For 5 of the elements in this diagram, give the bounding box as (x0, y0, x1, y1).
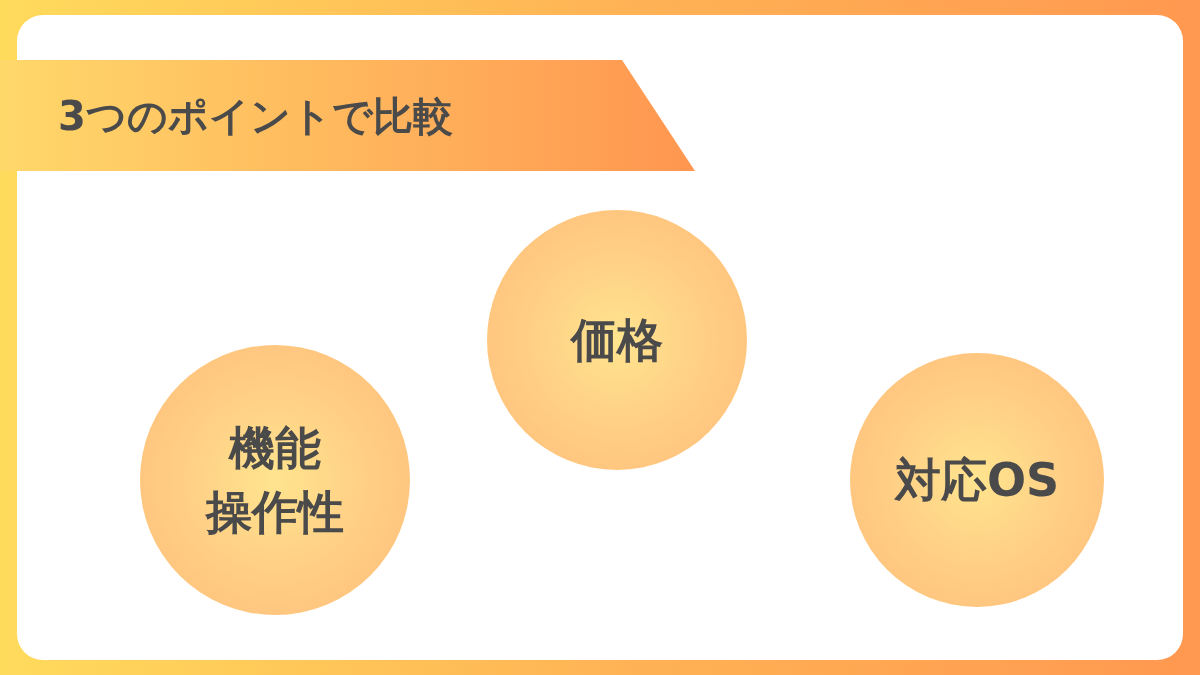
title: 3つのポイントで比較 (58, 92, 453, 141)
node-label: 対応OS (894, 452, 1060, 509)
node-label: 機能 (229, 420, 321, 477)
node-label: 価格 (571, 312, 663, 369)
node-label: 操作性 (206, 484, 344, 541)
